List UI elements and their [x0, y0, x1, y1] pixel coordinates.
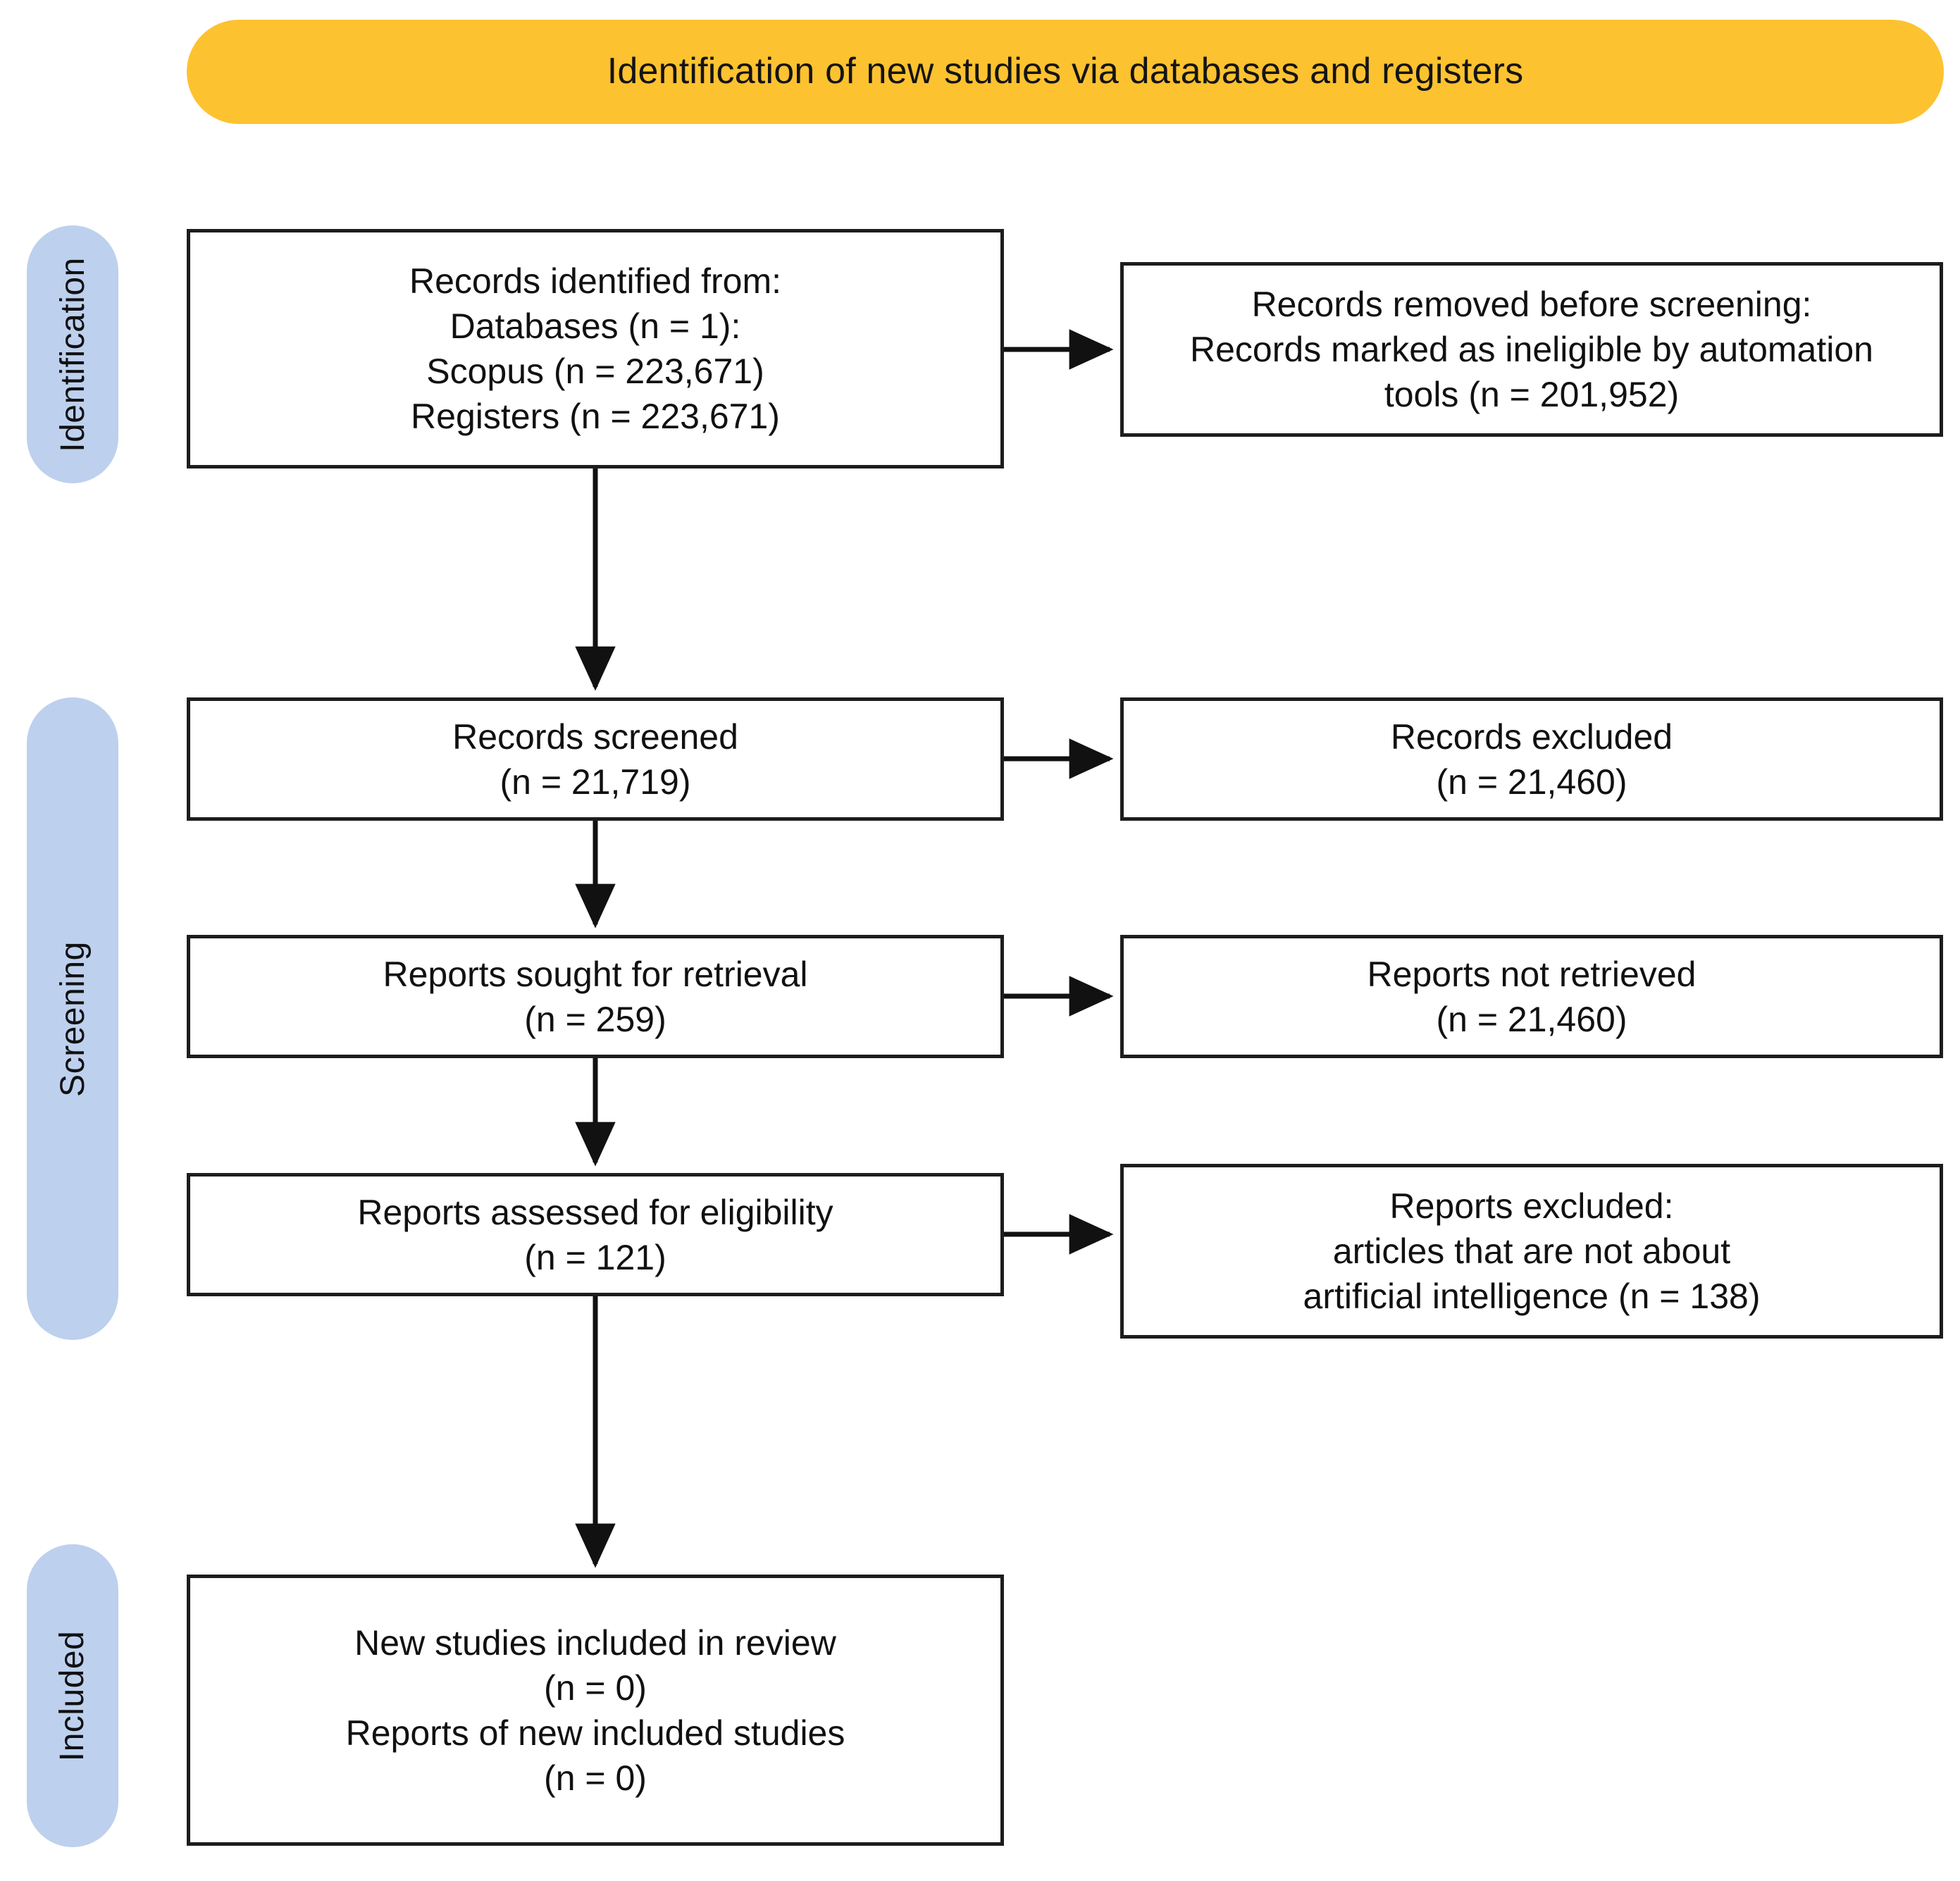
diagram-header-banner: Identification of new studies via databa…: [187, 20, 1944, 124]
phase-label-identification: Identification: [54, 256, 92, 452]
box-records-screened-text: Records screened (n = 21,719): [442, 714, 748, 805]
text-line: (n = 21,460): [1436, 762, 1627, 802]
text-line: Reports of new included studies: [345, 1713, 845, 1753]
box-records-identified-text: Records identified from: Databases (n = 1…: [399, 259, 791, 439]
text-line: Scopus (n = 223,671): [426, 352, 764, 391]
box-records-identified: Records identified from: Databases (n = 1…: [187, 229, 1004, 468]
box-records-excluded-text: Records excluded (n = 21,460): [1381, 714, 1682, 805]
box-reports-sought-for-retrieval: Reports sought for retrieval (n = 259): [187, 935, 1004, 1058]
text-line: (n = 121): [524, 1237, 666, 1277]
text-line: Reports excluded:: [1389, 1186, 1674, 1226]
text-line: Records removed before screening:: [1251, 285, 1812, 324]
text-line: Records screened: [452, 716, 738, 757]
box-new-studies-included: New studies included in review (n = 0) Rep…: [187, 1575, 1004, 1846]
text-line: Registers (n = 223,671): [411, 397, 780, 436]
text-line: (n = 21,460): [1436, 999, 1627, 1039]
text-line: Reports assessed for eligibility: [357, 1192, 833, 1232]
box-records-removed-before-screening: Records removed before screening: Records…: [1120, 262, 1943, 437]
text-line: Records excluded: [1390, 716, 1673, 757]
text-line: Records identified from:: [409, 261, 781, 301]
text-line: (n = 21,719): [500, 762, 691, 802]
box-reports-assessed-for-eligibility: Reports assessed for eligibility (n = 121…: [187, 1173, 1004, 1296]
box-reports-excluded-text: Reports excluded: articles that are not a…: [1294, 1184, 1770, 1319]
phase-label-included: Included: [54, 1630, 92, 1761]
text-line: Databases (n = 1):: [449, 306, 741, 346]
diagram-title: Identification of new studies via databa…: [607, 51, 1524, 92]
text-line: (n = 0): [544, 1758, 647, 1798]
text-line: artificial intelligence (n = 138): [1303, 1277, 1761, 1316]
box-records-screened: Records screened (n = 21,719): [187, 697, 1004, 821]
box-reports-excluded: Reports excluded: articles that are not a…: [1120, 1164, 1943, 1339]
box-new-studies-included-text: New studies included in review (n = 0) Rep…: [336, 1620, 855, 1801]
phase-label-screening: Screening: [54, 940, 92, 1097]
text-line: New studies included in review: [354, 1622, 836, 1663]
phase-band-screening: Screening: [27, 697, 118, 1340]
text-line: articles that are not about: [1332, 1231, 1731, 1271]
box-reports-not-retrieved: Reports not retrieved (n = 21,460): [1120, 935, 1943, 1058]
phase-band-included: Included: [27, 1544, 118, 1847]
box-reports-sought-text: Reports sought for retrieval (n = 259): [373, 952, 817, 1042]
text-line: tools (n = 201,952): [1384, 375, 1680, 414]
box-reports-not-retrieved-text: Reports not retrieved (n = 21,460): [1358, 952, 1706, 1042]
text-line: Reports sought for retrieval: [383, 954, 808, 994]
box-records-excluded: Records excluded (n = 21,460): [1120, 697, 1943, 821]
text-line: (n = 259): [524, 999, 666, 1039]
text-line: Reports not retrieved: [1367, 954, 1697, 994]
phase-band-identification: Identification: [27, 225, 118, 483]
text-line: (n = 0): [544, 1668, 647, 1708]
box-reports-assessed-text: Reports assessed for eligibility (n = 121…: [347, 1190, 843, 1280]
text-line: Records marked as ineligible by automati…: [1190, 330, 1873, 369]
box-records-removed-text: Records removed before screening: Records…: [1180, 282, 1883, 417]
